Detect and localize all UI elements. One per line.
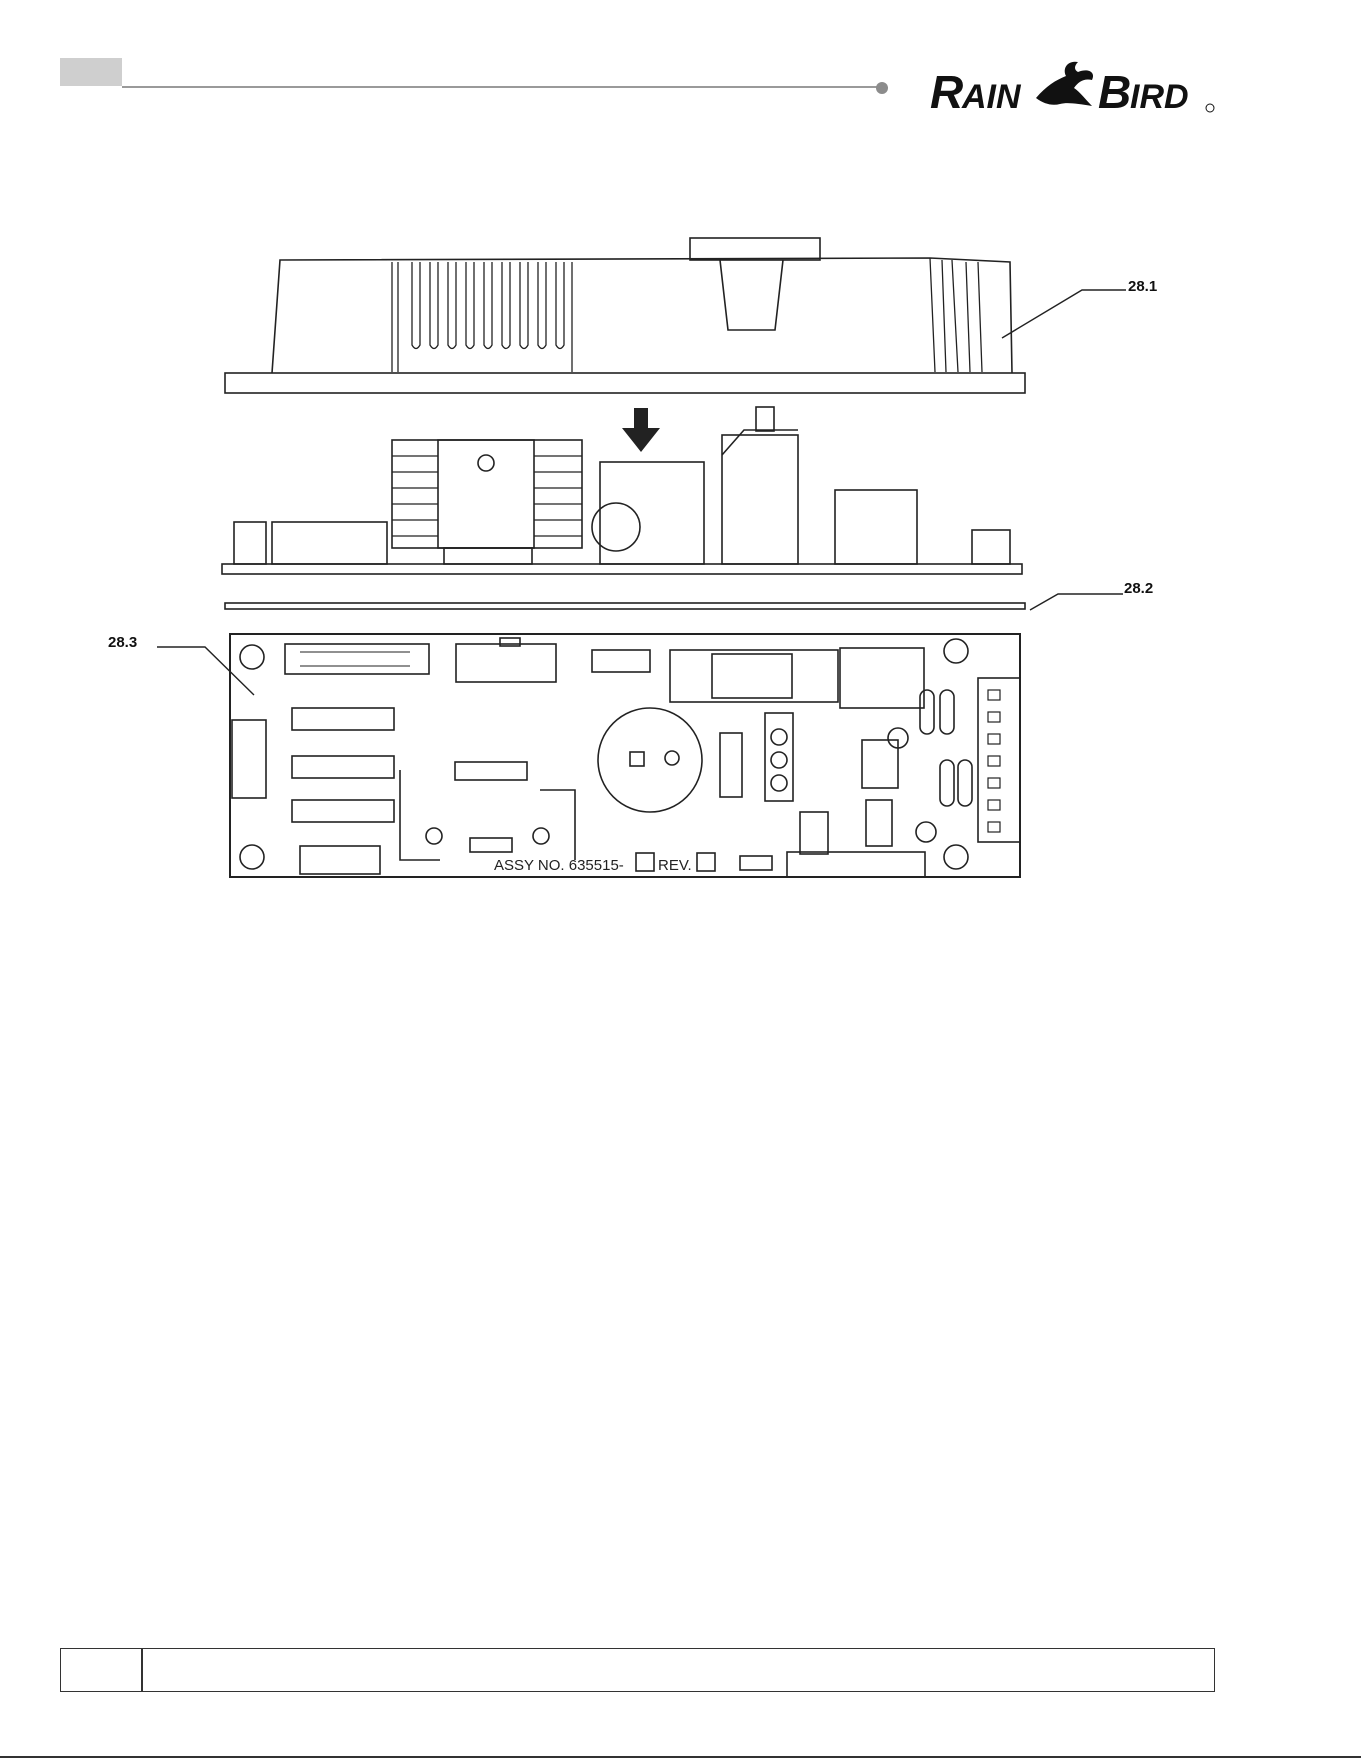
cover-part xyxy=(225,238,1025,393)
board-side-components xyxy=(222,407,1022,574)
footer-box xyxy=(60,1648,1215,1692)
callout-28-1: 28.1 xyxy=(1128,278,1157,295)
assy-number-label: ASSY NO. 635515- xyxy=(494,857,624,874)
callout-28-2: 28.2 xyxy=(1124,580,1153,597)
bottom-rule xyxy=(0,1756,1361,1758)
exploded-assembly-figure: ASSY NO. 635515- REV. xyxy=(0,0,1361,920)
circuit-board xyxy=(230,634,1020,877)
rev-label: REV. xyxy=(658,857,692,874)
footer-divider xyxy=(141,1649,143,1691)
callout-28-3: 28.3 xyxy=(108,634,137,651)
